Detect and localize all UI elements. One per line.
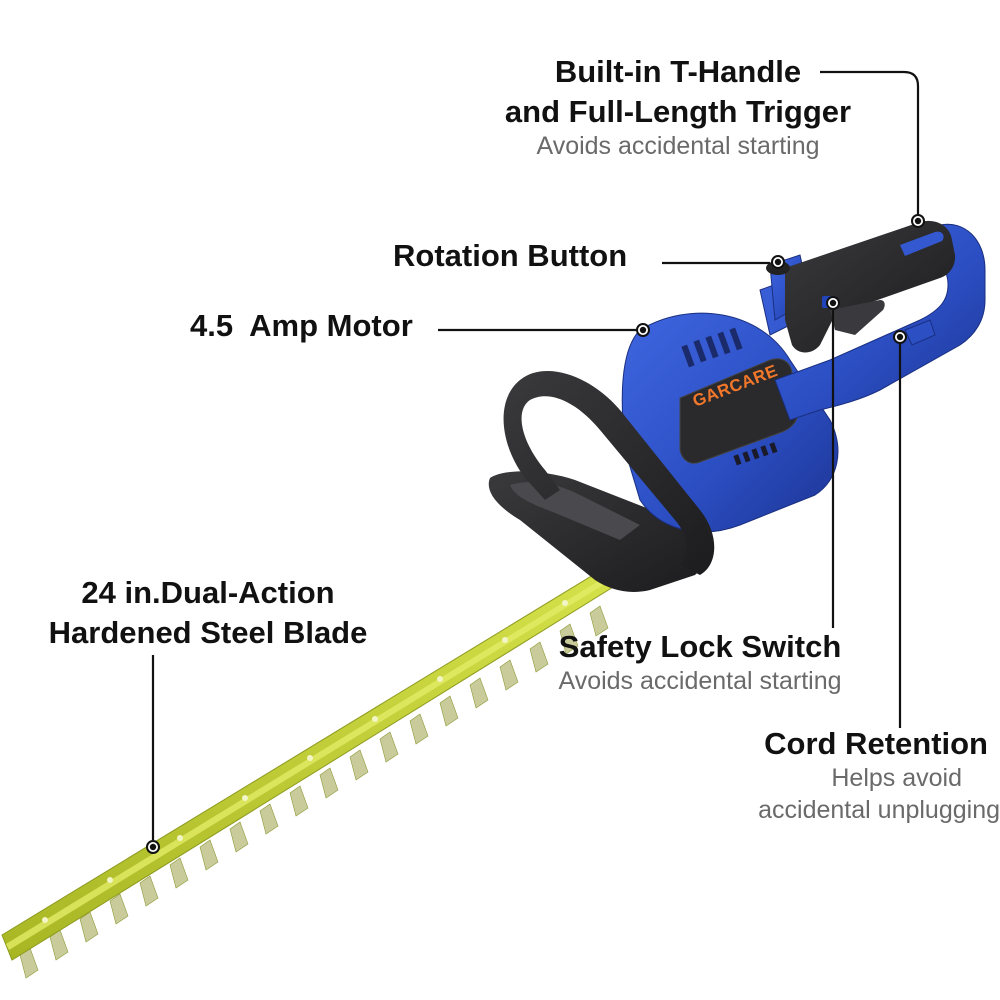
callout-dot-safety-lock (826, 296, 840, 310)
rear-grip (766, 220, 956, 353)
callout-safety-lock-title: Safety Lock Switch (558, 629, 842, 664)
callout-dot-cord-retention (893, 330, 907, 344)
callout-cord-retention: Cord Retention Helps avoid accidental un… (720, 724, 1000, 826)
callout-t-handle-title-1: Built-in T-Handle (554, 54, 802, 89)
callout-dots (146, 214, 925, 854)
callout-t-handle: Built-in T-Handle and Full-Length Trigge… (478, 52, 878, 162)
callout-dot-rotation (771, 255, 785, 269)
callout-cord-retention-subtitle-2: accidental unplugging (758, 796, 1000, 824)
callout-t-handle-subtitle: Avoids accidental starting (536, 132, 820, 160)
callout-blade-title-1: 24 in.Dual-Action (81, 575, 335, 610)
callout-safety-lock: Safety Lock Switch Avoids accidental sta… (530, 627, 870, 697)
callout-blade: 24 in.Dual-Action Hardened Steel Blade (18, 573, 398, 653)
callout-dot-blade (146, 840, 160, 854)
callout-lines (151, 70, 920, 840)
front-handle (503, 371, 715, 575)
callout-motor-title: 4.5 Amp Motor (190, 308, 413, 343)
callout-safety-lock-subtitle: Avoids accidental starting (558, 667, 842, 695)
callout-blade-title-2: Hardened Steel Blade (48, 615, 368, 650)
callout-t-handle-title-2: and Full-Length Trigger (504, 94, 852, 129)
callout-cord-retention-title: Cord Retention (764, 726, 988, 761)
callout-rotation-button-title: Rotation Button (393, 238, 628, 273)
callout-dot-motor (636, 323, 650, 337)
blade (1, 565, 619, 979)
callout-dot-t-handle (911, 214, 925, 228)
motor-housing (621, 312, 839, 533)
callout-cord-retention-subtitle-1: Helps avoid (831, 764, 962, 792)
callout-line-t-handle (820, 70, 920, 220)
